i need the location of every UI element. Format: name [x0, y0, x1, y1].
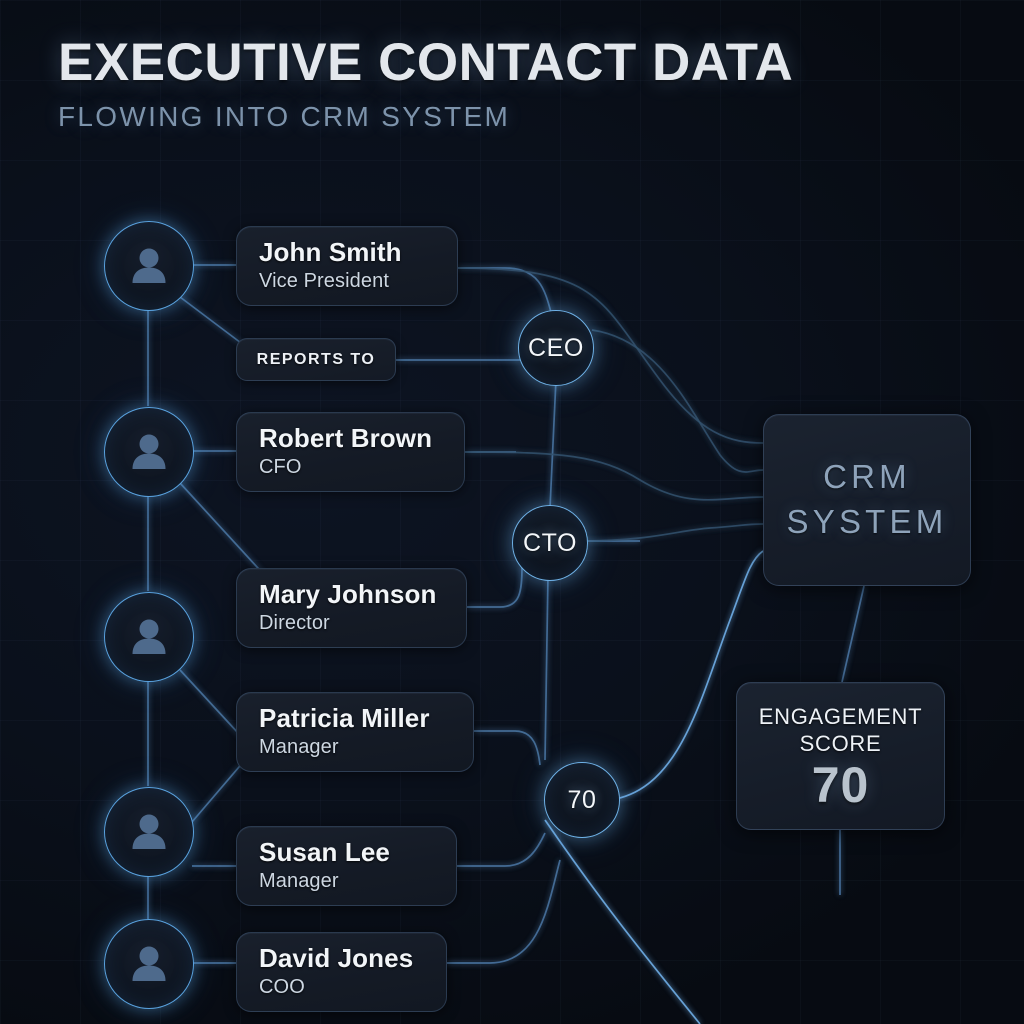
reports-to-text: REPORTS TO — [256, 350, 376, 368]
person-icon — [132, 434, 166, 469]
contact-name: Susan Lee — [259, 837, 390, 867]
score-node[interactable]: 70 — [544, 762, 620, 838]
crm-label-line2: SYSTEM — [786, 503, 948, 540]
contact-title: Manager — [259, 736, 339, 759]
crm-system-panel[interactable]: CRM SYSTEM — [763, 414, 971, 586]
contact-name: Mary Johnson — [259, 579, 437, 609]
role-node-label: CEO — [528, 333, 584, 362]
avatar[interactable] — [104, 407, 194, 497]
score-node-label: 70 — [567, 785, 597, 814]
engagement-score-panel[interactable]: ENGAGEMENT SCORE 70 — [736, 682, 945, 830]
avatar[interactable] — [104, 787, 194, 877]
role-node-label: CTO — [522, 528, 578, 557]
engagement-label-line1: ENGAGEMENT — [758, 704, 923, 730]
contact-title: CFO — [259, 456, 302, 479]
contact-card[interactable]: Robert Brown CFO — [236, 412, 465, 493]
contact-name: David Jones — [259, 943, 414, 973]
page-subtitle: FLOWING INTO CRM SYSTEM — [58, 101, 511, 133]
crm-label-line1: CRM — [823, 458, 911, 496]
page-title: EXECUTIVE CONTACT DATA — [58, 33, 794, 92]
contact-card[interactable]: Patricia Miller Manager — [236, 692, 474, 773]
person-icon — [132, 248, 166, 283]
contact-title: COO — [259, 976, 305, 999]
contact-title: Director — [259, 612, 330, 635]
person-icon — [132, 619, 166, 654]
contact-name: Robert Brown — [259, 423, 433, 453]
contact-title: Manager — [259, 870, 339, 893]
role-node-cto[interactable]: CTO — [512, 505, 588, 581]
contact-card[interactable]: John Smith Vice President — [236, 226, 458, 307]
role-node-ceo[interactable]: CEO — [518, 310, 594, 386]
avatar[interactable] — [104, 221, 194, 311]
header: EXECUTIVE CONTACT DATA FLOWING INTO CRM … — [58, 33, 794, 133]
person-icon — [132, 814, 166, 849]
contact-card[interactable]: Mary Johnson Director — [236, 568, 467, 649]
contact-card[interactable]: David Jones COO — [236, 932, 447, 1013]
contact-name: John Smith — [259, 237, 402, 267]
person-icon — [132, 946, 166, 981]
contact-name: Patricia Miller — [259, 703, 430, 733]
reports-to-label[interactable]: REPORTS TO — [236, 338, 396, 381]
engagement-label-line2: SCORE — [799, 730, 882, 756]
engagement-score-value: 70 — [811, 757, 870, 814]
avatar[interactable] — [104, 592, 194, 682]
avatar[interactable] — [104, 919, 194, 1009]
contact-card[interactable]: Susan Lee Manager — [236, 826, 457, 907]
contact-title: Vice President — [259, 270, 389, 293]
